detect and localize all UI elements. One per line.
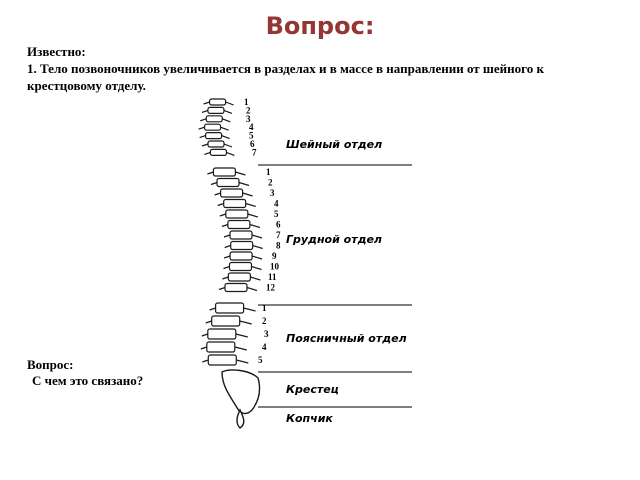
vertebra-process xyxy=(203,101,234,106)
vertebra-number: 12 xyxy=(266,283,276,293)
section-label: Крестец xyxy=(286,383,339,396)
vertebra xyxy=(209,98,227,106)
vertebra-process xyxy=(214,192,253,197)
question-text: С чем это связано? xyxy=(32,373,144,388)
vertebra-process xyxy=(200,118,231,123)
vertebra xyxy=(227,272,251,282)
vertebra-number: 5 xyxy=(258,355,263,365)
vertebrae-group xyxy=(198,98,263,429)
vertebra-number: 2 xyxy=(268,178,273,188)
vertebra-number: 4 xyxy=(262,342,267,352)
vertebra-process xyxy=(223,234,263,239)
section-label: Копчик xyxy=(286,412,333,425)
section-lines xyxy=(258,164,412,408)
vertebra xyxy=(229,251,253,261)
vertebra-process xyxy=(200,346,247,351)
vertebra-number: 8 xyxy=(276,241,281,251)
vertebra-number: 2 xyxy=(262,316,267,326)
vertebra-process xyxy=(201,143,233,148)
vertebra xyxy=(223,198,247,209)
vertebra-number: 5 xyxy=(274,209,279,219)
vertebra xyxy=(207,106,225,115)
vertebra-number: 10 xyxy=(270,262,280,272)
vertebra-number: 2 xyxy=(246,105,251,115)
vertebra-process xyxy=(210,181,250,187)
section-label: Поясничный отдел xyxy=(286,332,407,345)
vertebra xyxy=(207,140,225,148)
question-heading: Вопрос: xyxy=(27,357,74,372)
vertebra xyxy=(224,282,248,293)
vertebra-number: 6 xyxy=(250,139,255,149)
vertebra-process xyxy=(223,265,262,271)
vertebra-process xyxy=(223,255,263,260)
slide-title: Вопрос: xyxy=(265,12,375,40)
vertebra-number: 3 xyxy=(264,329,269,339)
vertebra-number: 7 xyxy=(276,230,281,240)
vertebra-number: 9 xyxy=(272,251,277,261)
vertebra xyxy=(212,167,236,177)
vertebra-number: 3 xyxy=(270,188,275,198)
vertebra-number: 6 xyxy=(276,220,281,230)
coccyx-shape xyxy=(236,408,245,429)
vertebra-process xyxy=(202,359,249,364)
vertebra-process xyxy=(204,151,235,156)
vertebra-process xyxy=(199,135,230,140)
vertebra-number: 4 xyxy=(249,122,254,132)
vertebra xyxy=(215,302,245,314)
vertebra-process xyxy=(218,286,258,292)
vertebra xyxy=(230,240,254,251)
section-label: Грудной отдел xyxy=(286,233,382,246)
vertebra-process xyxy=(217,202,256,208)
vertebra-number: 11 xyxy=(268,272,277,282)
vertebra xyxy=(211,315,241,327)
vertebra xyxy=(207,328,237,340)
section-label: Шейный отдел xyxy=(286,138,382,151)
sacrum-shape xyxy=(221,369,261,415)
vertebra-number: 7 xyxy=(252,147,257,157)
vertebra-number: 3 xyxy=(246,114,251,124)
vertebra-number: 1 xyxy=(244,97,249,107)
vertebra-number: 1 xyxy=(266,167,271,177)
vertebra xyxy=(220,188,244,198)
vertebra-number: 5 xyxy=(249,131,254,141)
vertebra xyxy=(216,177,240,188)
vertebra xyxy=(205,115,223,123)
vertebra xyxy=(225,209,249,219)
vertebra xyxy=(206,341,236,353)
vertebra-process xyxy=(201,333,248,338)
vertebra xyxy=(209,148,227,156)
vertebra xyxy=(227,219,251,230)
vertebra-number: 1 xyxy=(262,303,267,313)
vertebra-process xyxy=(205,320,252,325)
vertebra xyxy=(228,261,253,272)
vertebra xyxy=(203,123,222,131)
vertebra-process xyxy=(201,109,233,114)
vertebra-process xyxy=(198,126,229,131)
vertebra xyxy=(207,354,237,366)
vertebra-process xyxy=(222,276,261,281)
vertebra-process xyxy=(219,213,258,218)
vertebra-process xyxy=(209,307,256,312)
vertebra-number: 4 xyxy=(274,199,279,209)
vertebra-process xyxy=(207,171,246,176)
vertebra xyxy=(205,132,223,140)
vertebra xyxy=(229,230,253,240)
vertebra-process xyxy=(221,223,261,229)
known-heading: Известно: xyxy=(27,44,86,59)
fact-text: 1. Тело позвоночников увеличивается в ра… xyxy=(27,61,544,93)
vertebra-process xyxy=(224,244,263,250)
